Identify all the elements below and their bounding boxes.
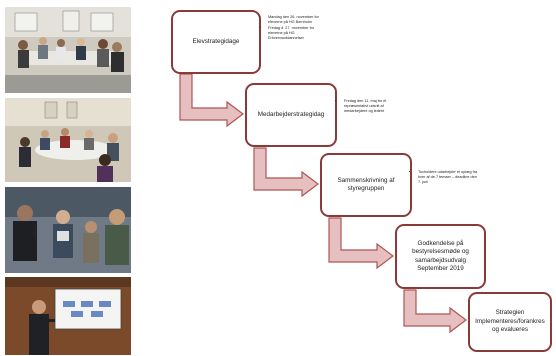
workshop-photo-2	[5, 98, 131, 182]
stage-sammenskrivning: Sammenskrivning af styregruppen	[320, 153, 412, 217]
note-sammenskrivning: Tovholdere udarbejder et oplæg fra hver …	[413, 170, 479, 186]
stage-label: Sammenskrivning af styregruppen	[337, 176, 395, 193]
stage-label: Medarbejderstrategidag	[257, 110, 325, 118]
note-item: Mandag den 26. november for eleverne på …	[268, 15, 329, 25]
note-item: Fredag den 11. maj for et repræsentativt…	[344, 99, 405, 114]
note-item: Fredag d. 27. november for eleverne på H…	[268, 26, 329, 41]
presentation-photo	[5, 277, 131, 355]
flow-arrow-2	[253, 147, 319, 198]
flow-arrow-3	[328, 217, 394, 270]
note-medarbejderstrategidag: Fredag den 11. maj for et repræsentativt…	[339, 99, 405, 115]
stage-label: Strategien Implementeres/forankres og ev…	[475, 309, 545, 334]
workshop-photo-3	[5, 187, 131, 273]
stage-medarbejderstrategidag: Medarbejderstrategidag	[245, 83, 337, 147]
stage-label: Elevstrategidage	[192, 37, 240, 45]
flow-arrow-4	[403, 289, 467, 334]
flow-arrow-1	[179, 73, 244, 128]
note-elevstrategidage: Mandag den 26. november for eleverne på …	[263, 15, 329, 42]
workshop-photo-1	[5, 7, 131, 93]
stage-godkendelse: Godkendelse på bestyrelsesmøde og samarb…	[395, 224, 486, 289]
note-item: Tovholdere udarbejder et oplæg fra hver …	[418, 170, 479, 185]
stage-elevstrategidage: Elevstrategidage	[171, 10, 261, 74]
stage-label: Godkendelse på bestyrelsesmøde og samarb…	[412, 239, 469, 273]
stage-implementering: Strategien Implementeres/forankres og ev…	[468, 292, 552, 352]
